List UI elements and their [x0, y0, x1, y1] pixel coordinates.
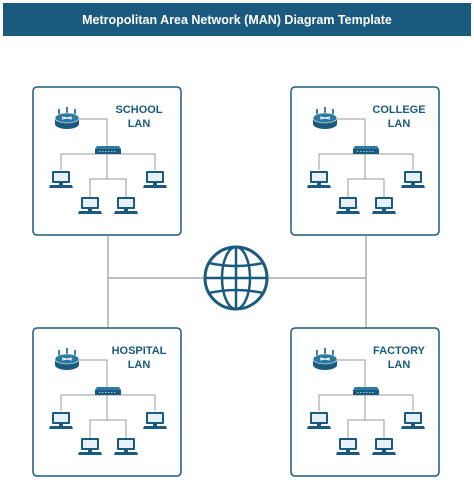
lan-box-school: SCHOOL LAN: [33, 87, 181, 235]
diagram-title: Metropolitan Area Network (MAN) Diagram …: [82, 12, 392, 27]
lan-label-line2: LAN: [128, 118, 151, 130]
lan-label-line1: SCHOOL: [115, 104, 162, 116]
lan-label-line2: LAN: [128, 359, 151, 371]
lan-label-line2: LAN: [388, 359, 411, 371]
lan-box-factory: FACTORY LAN: [291, 328, 439, 476]
title-banner: Metropolitan Area Network (MAN) Diagram …: [3, 3, 471, 36]
lan-box-hospital: HOSPITAL LAN: [33, 328, 181, 476]
globe-icon: [203, 245, 269, 311]
lan-label-line2: LAN: [388, 118, 411, 130]
lan-label-line1: HOSPITAL: [112, 345, 167, 357]
lan-box-college: COLLEGE LAN: [291, 87, 439, 235]
lan-label-line1: COLLEGE: [372, 104, 425, 116]
lan-label-line1: FACTORY: [373, 345, 426, 357]
